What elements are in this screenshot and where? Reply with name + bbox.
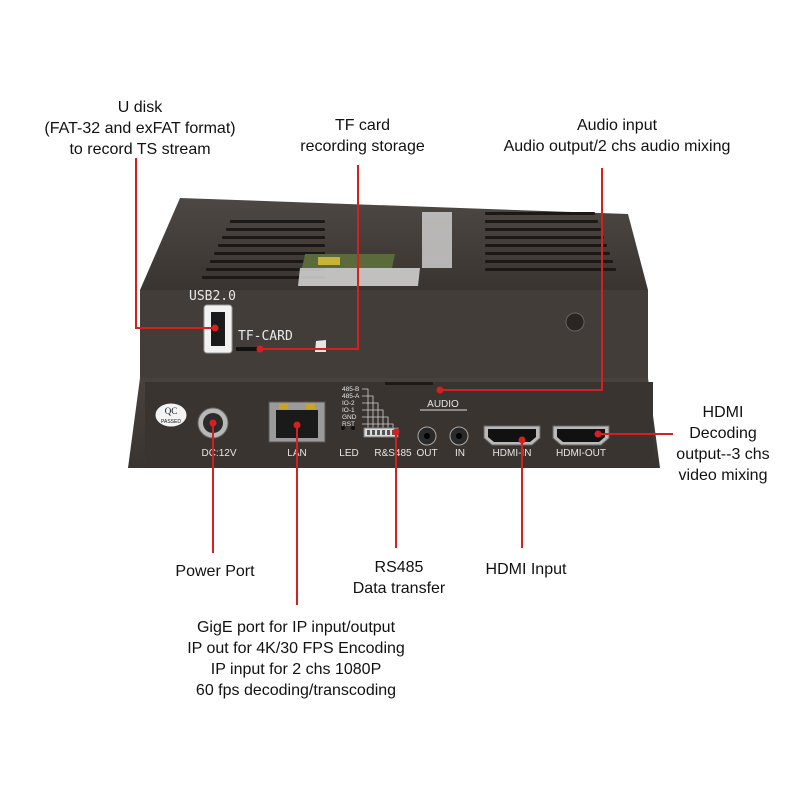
usb-label: USB2.0: [189, 289, 236, 304]
callout-hdmi-out-line-2: Decoding: [689, 425, 757, 442]
callout-tfcard-line-1: TF card: [334, 117, 391, 134]
rs485-pin-trace: [362, 388, 369, 428]
rs485-pin-label: RST: [342, 421, 355, 428]
audio-out-label: OUT: [416, 448, 437, 459]
callout-rs485-line-1: RS485: [374, 559, 424, 576]
leader-lines: [135, 158, 673, 605]
leader-udisk: [135, 158, 215, 329]
callout-udisk-line-3: to record TS stream: [69, 141, 211, 158]
rs485-pin-trace: [362, 409, 384, 428]
hdmi-out-port: HDMI-OUT: [552, 425, 610, 459]
front-panel: QC PASSED DC:12V LAN LED 485-B485-AIO-2I…: [128, 378, 660, 468]
callout-audio-line-1: Audio input: [576, 117, 658, 134]
callout-hdmi-out-line-1: HDMI: [702, 404, 744, 421]
rs485-pin-label: GND: [342, 414, 357, 421]
callout-gige-line-1: GigE port for IP input/output: [196, 619, 396, 636]
audio-in-label: IN: [455, 448, 465, 459]
callout-udisk-line-1: U disk: [117, 99, 163, 116]
leader-audio: [440, 168, 603, 391]
rs485-pin-trace: [362, 402, 379, 428]
qc-passed: PASSED: [161, 419, 181, 425]
callout-power-line-1: Power Port: [175, 563, 255, 580]
rs485-pin-label: IO-1: [342, 407, 355, 414]
qc-sticker: QC PASSED: [154, 402, 188, 428]
leader-dots: [209, 324, 602, 444]
rs485-pin-label: IO-2: [342, 400, 355, 407]
callout-audio: Audio input Audio output/2 chs audio mix…: [476, 115, 758, 157]
rs485-pin-label: 485-B: [342, 386, 359, 393]
callout-rs485-line-2: Data transfer: [352, 580, 446, 597]
callout-gige: GigE port for IP input/output IP out for…: [160, 617, 432, 701]
callout-tfcard: TF card recording storage: [280, 115, 445, 157]
callout-hdmi-in: HDMI Input: [470, 559, 582, 580]
audio-jacks: AUDIO OUT IN: [416, 399, 469, 459]
led-indicators: LED: [339, 426, 359, 459]
tf-card-label: TF-CARD: [238, 329, 293, 344]
rs485-pin-label: 485-A: [342, 393, 360, 400]
dc-label: DC:12V: [201, 448, 236, 459]
audio-header: AUDIO: [427, 399, 459, 410]
callout-hdmi-out-line-3: output--3 chs: [676, 446, 770, 463]
leader-tfcard: [260, 165, 359, 350]
hdmi-out-label: HDMI-OUT: [556, 448, 606, 459]
tf-card-slot: TF-CARD: [236, 329, 293, 351]
callout-hdmi-in-line-1: HDMI Input: [485, 561, 567, 578]
callout-gige-line-4: 60 fps decoding/transcoding: [195, 682, 397, 699]
callout-udisk: U disk (FAT-32 and exFAT format) to reco…: [20, 97, 260, 160]
led-label: LED: [339, 448, 358, 459]
qc-label: QC: [165, 406, 178, 416]
callout-hdmi-out: HDMI Decoding output--3 chs video mixing: [664, 402, 782, 486]
callout-tfcard-line-2: recording storage: [300, 138, 425, 155]
rs485-label: R&S485: [374, 448, 412, 459]
callout-hdmi-out-line-4: video mixing: [678, 467, 768, 484]
hdmi-in-label: HDMI-IN: [493, 448, 532, 459]
callout-power: Power Port: [160, 561, 270, 582]
callout-gige-line-2: IP out for 4K/30 FPS Encoding: [187, 640, 405, 657]
callout-rs485: RS485 Data transfer: [335, 557, 463, 599]
callout-udisk-line-2: (FAT-32 and exFAT format): [44, 120, 236, 137]
callout-audio-line-2: Audio output/2 chs audio mixing: [503, 138, 731, 155]
rs485-pin-trace: [362, 423, 394, 428]
callout-gige-line-3: IP input for 2 chs 1080P: [210, 661, 382, 678]
